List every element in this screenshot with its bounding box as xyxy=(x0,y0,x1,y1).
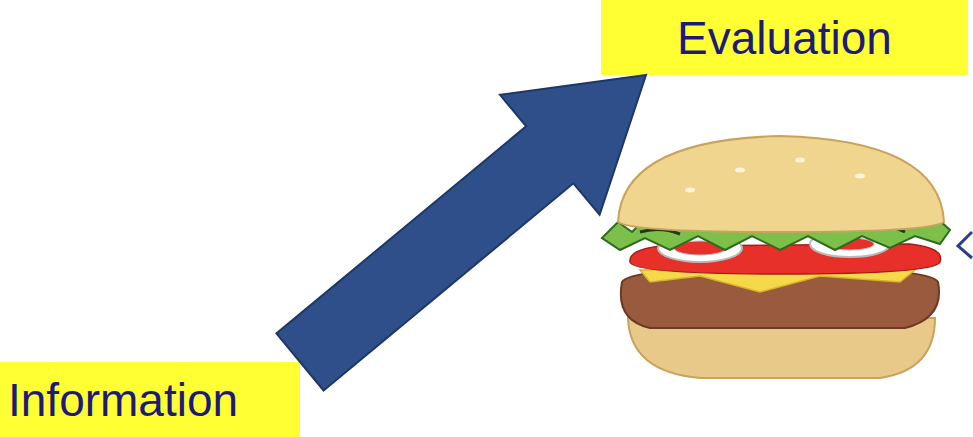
box-label: Information xyxy=(8,373,238,427)
label-box: Evaluation xyxy=(601,0,968,75)
label-box: Information xyxy=(0,362,300,437)
block-arrow xyxy=(276,75,646,391)
box-label: Evaluation xyxy=(677,11,892,65)
